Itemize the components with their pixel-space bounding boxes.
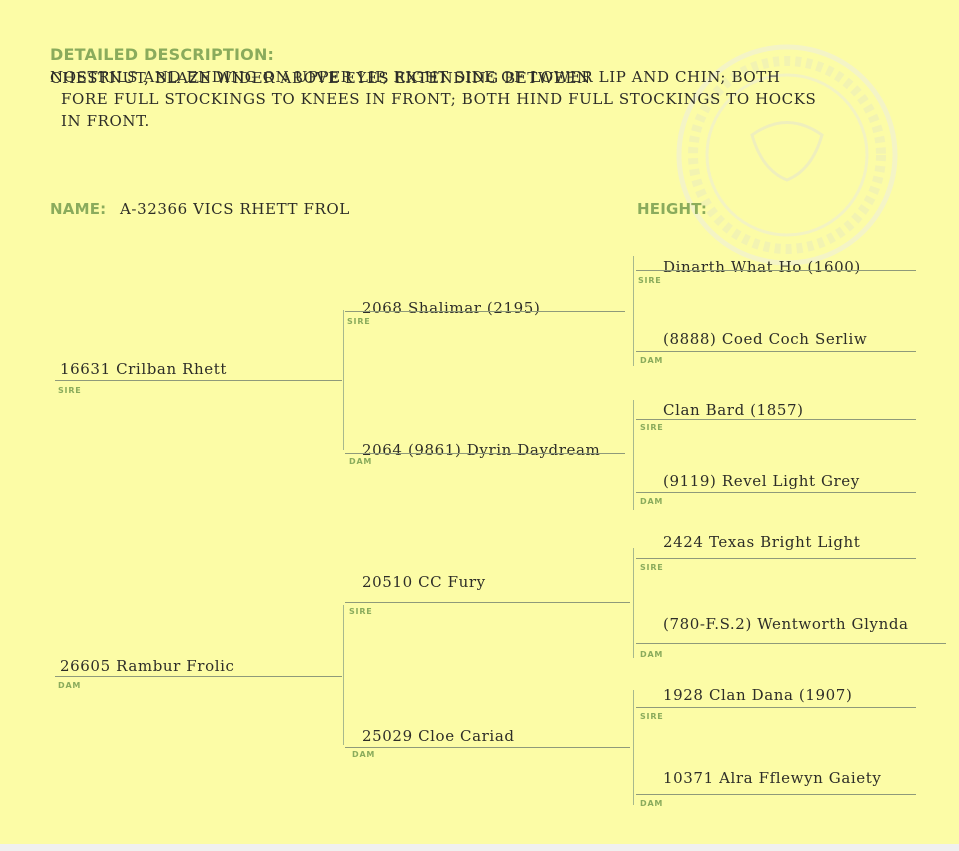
sds-line (636, 419, 916, 420)
description-line-2: NOSTRILS AND ENDING ON UPPER LIP, RIGHT … (50, 68, 781, 86)
sss-tag: SIRE (638, 276, 662, 285)
ssd-tag: DAM (640, 356, 664, 365)
dss-tag: SIRE (640, 563, 664, 572)
sds-tag: SIRE (640, 423, 664, 432)
description-line-4: IN FRONT. (61, 112, 150, 130)
dds-name: 1928 Clan Dana (1907) (663, 686, 853, 704)
sss-line (636, 270, 916, 271)
sire-dam-line (345, 453, 625, 454)
bracket-sire-sire (633, 256, 634, 366)
dam-line (55, 676, 342, 677)
bracket-dam-dam (633, 690, 634, 805)
dss-name: 2424 Texas Bright Light (663, 533, 861, 551)
scan-edge (0, 844, 959, 851)
height-label: HEIGHT: (637, 200, 708, 218)
sire-sire-line (345, 311, 625, 312)
description-line-1: CHESTNUT, BLAZE WIDER ABOVE EYES EXTENDI… (50, 69, 591, 87)
sss-name: Dinarth What Ho (1600) (663, 258, 861, 276)
dds-tag: SIRE (640, 712, 664, 721)
dss-line (636, 558, 916, 559)
sdd-tag: DAM (640, 497, 664, 506)
bracket-dam-sire (633, 548, 634, 658)
bracket-sire (343, 310, 344, 450)
sire-dam-name: 2064 (9861) Dyrin Daydream (362, 441, 601, 459)
dsd-tag: DAM (640, 650, 664, 659)
dam-sire-tag: SIRE (349, 607, 373, 616)
dam-dam-name: 25029 Cloe Cariad (362, 727, 515, 745)
sire-tag: SIRE (58, 386, 82, 395)
dam-sire-line (345, 602, 630, 603)
embossed-seal-icon (676, 44, 898, 266)
sire-sire-name: 2068 Shalimar (2195) (362, 299, 541, 317)
sdd-line (636, 492, 916, 493)
sire-line (55, 380, 342, 381)
dds-line (636, 707, 916, 708)
dam-dam-line (345, 747, 630, 748)
ssd-line (636, 351, 916, 352)
ddd-tag: DAM (640, 799, 664, 808)
ddd-name: 10371 Alra Fflewyn Gaiety (663, 769, 882, 787)
description-label: DETAILED DESCRIPTION: (50, 45, 275, 64)
dam-name: 26605 Rambur Frolic (60, 657, 235, 675)
detailed-description: DETAILED DESCRIPTION: CHESTNUT, BLAZE WI… (50, 44, 817, 132)
dam-tag: DAM (58, 681, 82, 690)
dsd-line (636, 643, 946, 644)
sire-dam-tag: DAM (349, 457, 373, 466)
bracket-dam (343, 605, 344, 745)
name-value: A-32366 VICS RHETT FROL (120, 200, 350, 218)
sdd-name: (9119) Revel Light Grey (663, 472, 860, 490)
dam-dam-tag: DAM (352, 750, 376, 759)
name-label: NAME: (50, 200, 107, 218)
dsd-name: (780-F.S.2) Wentworth Glynda (663, 615, 909, 633)
description-line-3: FORE FULL STOCKINGS TO KNEES IN FRONT; B… (61, 90, 817, 108)
ddd-line (636, 794, 916, 795)
sire-sire-tag: SIRE (347, 317, 371, 326)
ssd-name: (8888) Coed Coch Serliw (663, 330, 868, 348)
dam-sire-name: 20510 CC Fury (362, 573, 486, 591)
sds-name: Clan Bard (1857) (663, 401, 804, 419)
bracket-sire-dam (633, 400, 634, 510)
sire-name: 16631 Crilban Rhett (60, 360, 227, 378)
